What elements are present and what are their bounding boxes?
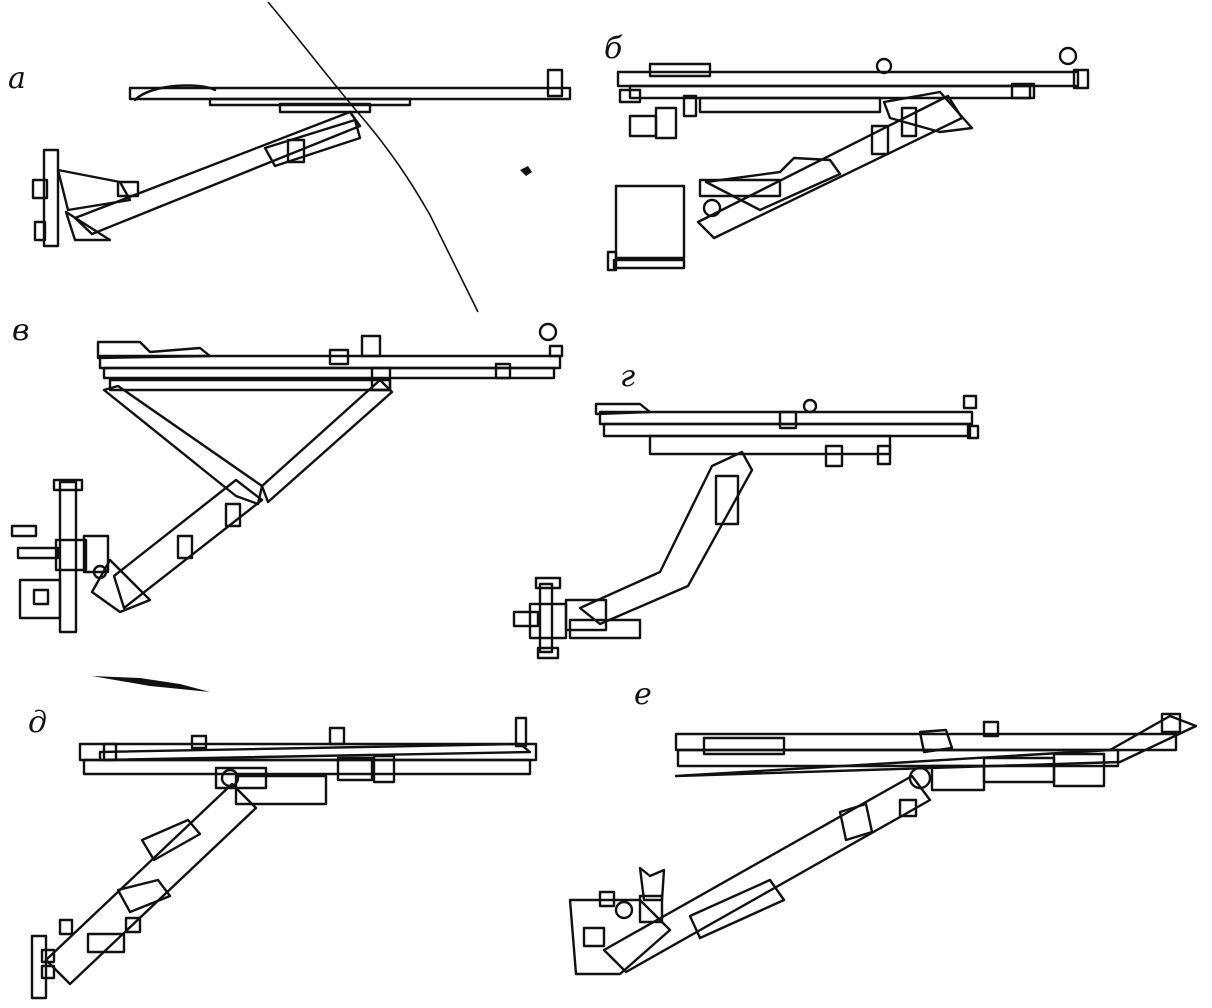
feed-beam-e bbox=[674, 712, 1198, 778]
boom-g bbox=[578, 450, 754, 626]
panel-label-b: б bbox=[604, 31, 623, 66]
mount-v bbox=[10, 478, 110, 634]
panel-label-v: в bbox=[12, 313, 29, 348]
feed-beam-b bbox=[616, 46, 1090, 114]
panel-a: а bbox=[8, 61, 572, 248]
boom-b bbox=[696, 90, 974, 240]
panel-label-g: г bbox=[620, 359, 635, 394]
panel-v: в bbox=[10, 313, 564, 634]
feed-beam-a bbox=[128, 68, 572, 114]
boom-d bbox=[44, 782, 258, 986]
hydraulic-unit-b bbox=[628, 94, 698, 140]
mount-d bbox=[30, 918, 74, 1000]
panel-b: б bbox=[604, 31, 1090, 272]
feed-motor-e bbox=[908, 752, 1106, 792]
boom-e bbox=[602, 774, 932, 974]
panel-label-e: е bbox=[634, 677, 652, 712]
scan-artifacts bbox=[92, 1, 532, 692]
feed-beam-v bbox=[96, 322, 564, 392]
boom-a bbox=[73, 110, 362, 236]
slide-head-d bbox=[214, 754, 396, 806]
panel-label-d: д bbox=[28, 705, 47, 740]
mount-e bbox=[568, 866, 672, 976]
feed-beam-g bbox=[594, 394, 980, 468]
panel-d: д bbox=[28, 705, 538, 1000]
panel-g: г bbox=[512, 359, 980, 660]
mount-g bbox=[512, 576, 642, 660]
base-mount-a bbox=[31, 148, 140, 248]
panel-label-a: а bbox=[8, 61, 26, 96]
carrier-b bbox=[606, 184, 722, 272]
feed-beam-d bbox=[78, 716, 538, 776]
panel-e: е bbox=[568, 677, 1198, 976]
boom-v bbox=[90, 378, 394, 614]
